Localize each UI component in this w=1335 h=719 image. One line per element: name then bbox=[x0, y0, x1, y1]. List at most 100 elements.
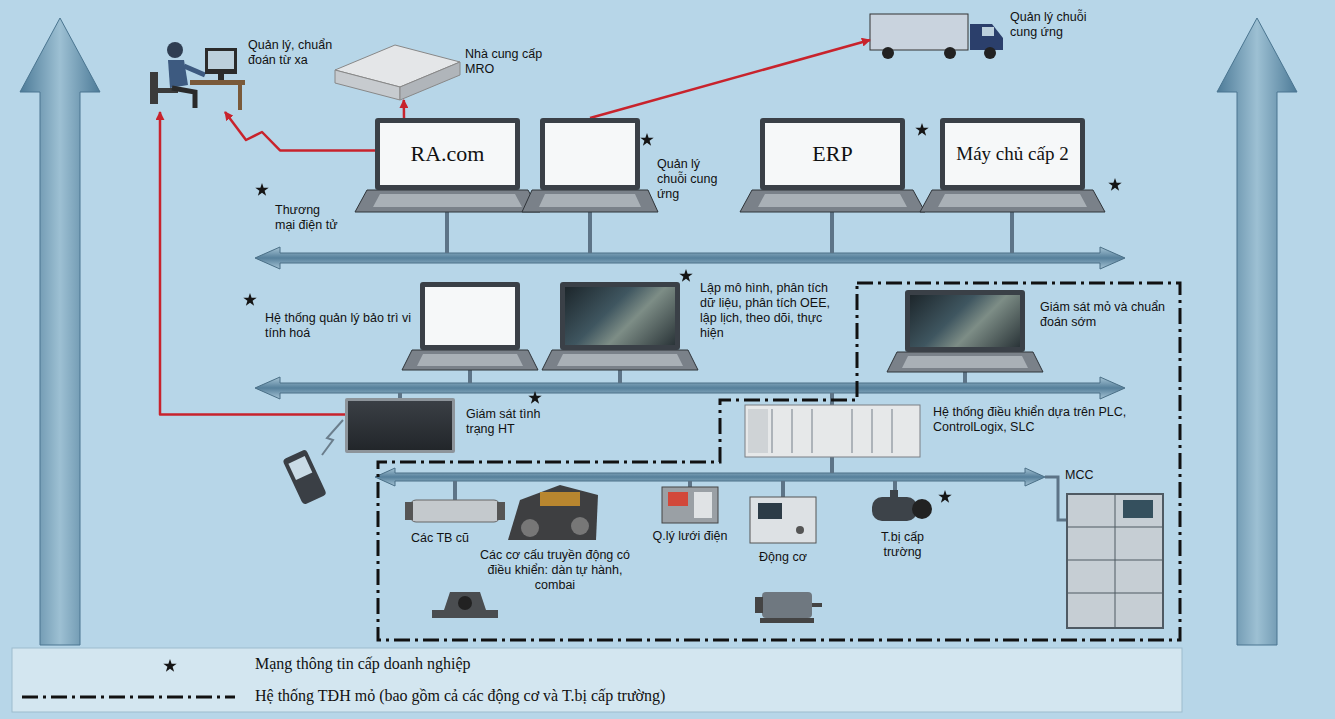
star-mark bbox=[640, 133, 653, 146]
node-caption: Nhà cung cấp MRO bbox=[465, 47, 545, 77]
grid-device: Q.lý lưới điện bbox=[660, 485, 720, 525]
truck-wheel bbox=[944, 47, 956, 59]
mcc-cabinet bbox=[1067, 527, 1163, 528]
screen-text: ERP bbox=[808, 141, 856, 166]
node-caption: MCC bbox=[1065, 468, 1125, 483]
plc-module bbox=[891, 409, 893, 453]
star-mark bbox=[255, 183, 268, 196]
node-caption: Lập mô hình, phân tích dữ liệu, phân tíc… bbox=[700, 281, 840, 341]
network-bus bbox=[255, 247, 1125, 269]
desk bbox=[190, 80, 245, 85]
monitoring-unit: Giám sát tình trạng HT bbox=[345, 398, 455, 453]
bus-stub bbox=[688, 481, 692, 487]
mcc-cabinet bbox=[1067, 560, 1163, 561]
handheld-device bbox=[282, 449, 327, 505]
mcc-cabinet bbox=[1067, 494, 1163, 628]
warehouse-wall bbox=[335, 70, 400, 100]
big-arrow bbox=[1217, 18, 1297, 645]
mcc-screen bbox=[1123, 500, 1153, 518]
grid-device bbox=[694, 492, 712, 518]
laptop-base bbox=[887, 352, 1043, 372]
node-caption: Hệ thống điều khiển dựa trên PLC, Contro… bbox=[933, 405, 1133, 435]
laptop-screen: Quản lý chuỗi cung ứng bbox=[540, 118, 640, 190]
bus-stub bbox=[1010, 212, 1014, 253]
star-mark bbox=[243, 293, 256, 306]
bearing-block bbox=[432, 592, 498, 618]
legend-text: Mạng thông tin cấp doanh nghiệp bbox=[255, 654, 471, 673]
node-caption: Các TB cũ bbox=[405, 531, 475, 546]
mcc-cabinet: MCC bbox=[1065, 492, 1165, 630]
desk-monitor bbox=[205, 48, 237, 74]
laptop-screen: RA.comThương mại điện tử bbox=[375, 118, 520, 190]
signal-link bbox=[225, 112, 375, 150]
plc-module bbox=[851, 409, 853, 453]
star-mark bbox=[915, 123, 928, 136]
legend-star-sample bbox=[163, 659, 176, 672]
truck-window bbox=[982, 27, 994, 36]
operator-arm bbox=[184, 66, 205, 75]
big-arrow bbox=[20, 18, 100, 645]
keyboard bbox=[417, 354, 523, 366]
keyboard bbox=[902, 356, 1028, 368]
keyboard bbox=[539, 194, 641, 207]
desk-monitor bbox=[218, 74, 224, 80]
star-mark bbox=[528, 391, 541, 404]
mcc-cabinet bbox=[1067, 593, 1163, 594]
wireless-link bbox=[322, 420, 343, 455]
keyboard bbox=[373, 194, 522, 207]
legacy-device bbox=[497, 502, 505, 520]
plc-module bbox=[871, 409, 873, 453]
star-mark bbox=[679, 269, 692, 282]
node-caption: Giám sát mỏ và chuẩn đoán sớm bbox=[1040, 300, 1175, 330]
field-device bbox=[912, 499, 932, 519]
truck-cab bbox=[970, 24, 1003, 50]
field-bus bbox=[375, 468, 1045, 486]
node-caption: Giám sát tình trạng HT bbox=[466, 407, 546, 437]
screen-text: RA.com bbox=[407, 141, 489, 166]
laptop-base bbox=[740, 190, 925, 212]
drive-mechanism bbox=[508, 485, 598, 540]
plc-module bbox=[748, 409, 768, 453]
star-mark bbox=[1108, 178, 1121, 191]
drive-cabinet bbox=[796, 526, 804, 534]
mcc-cabinet bbox=[1115, 494, 1116, 628]
handheld-device bbox=[288, 456, 312, 480]
signal-link bbox=[403, 100, 406, 118]
motor bbox=[760, 618, 814, 623]
bus-stub bbox=[830, 457, 834, 473]
node-caption: Quản lý chuỗi cung ứng bbox=[1010, 10, 1095, 40]
node-caption: Các cơ cấu truyền động có điều khiển: dà… bbox=[480, 548, 630, 593]
legend-text: Hệ thống TĐH mỏ (bao gồm cả các động cơ … bbox=[255, 686, 665, 705]
grid-device bbox=[668, 492, 688, 506]
legend-line-sample bbox=[22, 696, 235, 699]
laptop-base bbox=[542, 350, 698, 370]
node-caption: Hệ thống quản lý bảo trì vi tính hoá bbox=[265, 311, 415, 341]
operator-legs bbox=[172, 88, 195, 108]
drive-mechanism bbox=[521, 519, 539, 537]
drive-cabinet: Động cơ bbox=[748, 495, 818, 545]
legend-band bbox=[12, 648, 1182, 712]
laptop-base bbox=[920, 190, 1105, 212]
legacy-device: Các TB cũ bbox=[405, 495, 505, 525]
signal-link bbox=[160, 112, 345, 415]
node-caption: T.bị cấp trường bbox=[865, 530, 940, 560]
keyboard bbox=[758, 194, 907, 207]
drive-mechanism: Các cơ cấu truyền động có điều khiển: dà… bbox=[505, 482, 600, 544]
legacy-device bbox=[405, 502, 413, 520]
mro-supplier: Nhà cung cấp MRO bbox=[335, 45, 460, 100]
drive-mechanism bbox=[540, 492, 580, 506]
network-bus bbox=[255, 377, 1125, 399]
desk bbox=[238, 85, 242, 110]
laptop-screen: Lập mô hình, phân tích dữ liệu, phân tíc… bbox=[560, 282, 680, 350]
keyboard bbox=[938, 194, 1087, 207]
signal-link bbox=[590, 40, 870, 118]
bus-stub bbox=[963, 372, 967, 383]
bus-stub bbox=[781, 481, 785, 497]
drive-cabinet bbox=[758, 503, 782, 519]
drive-mechanism bbox=[571, 517, 589, 535]
star-mark bbox=[938, 490, 951, 503]
